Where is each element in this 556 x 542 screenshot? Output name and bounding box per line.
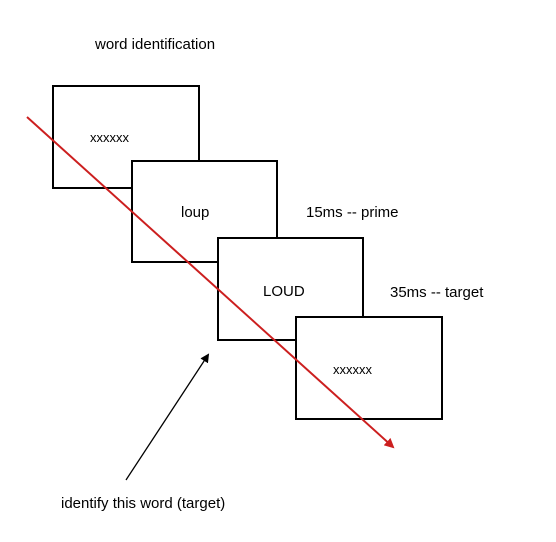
frame-prime-text: loup [181, 204, 210, 221]
frame-prime: loup [131, 160, 278, 263]
time-sequence-arrow [26, 116, 395, 449]
frame-forward-mask-text: xxxxxx [90, 130, 129, 145]
diagram-title: word identification [95, 36, 216, 53]
frame-backward-mask: xxxxxx [295, 316, 443, 420]
pointer-arrow [125, 353, 210, 481]
frame-backward-mask-text: xxxxxx [333, 362, 372, 377]
frame-target-text: LOUD [263, 283, 305, 300]
instruction-label: identify this word (target) [61, 495, 226, 512]
prime-duration-label: 15ms -- prime [306, 204, 399, 221]
target-duration-label: 35ms -- target [390, 284, 484, 301]
